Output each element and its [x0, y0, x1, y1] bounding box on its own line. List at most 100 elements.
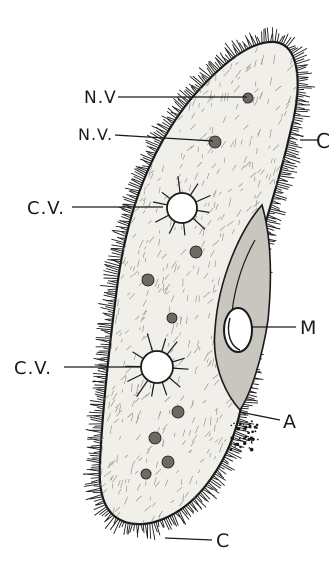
debris-dot — [231, 425, 233, 427]
cilium — [94, 452, 100, 453]
cilium — [240, 417, 247, 418]
cilium — [295, 118, 304, 119]
texture-stroke — [296, 377, 297, 383]
debris-dot — [237, 427, 241, 431]
texture-stroke — [274, 319, 278, 326]
texture-stroke — [109, 111, 113, 117]
texture-stroke — [165, 106, 166, 111]
cilium — [296, 109, 309, 110]
texture-stroke — [266, 492, 267, 497]
cilium — [269, 213, 274, 214]
label-c-right: C — [316, 129, 331, 153]
cilium — [101, 330, 110, 332]
texture-stroke — [98, 53, 104, 59]
cilium — [100, 285, 116, 287]
texture-stroke — [257, 521, 259, 527]
texture-stroke — [240, 503, 245, 508]
label-nv-second: N.V. — [78, 125, 113, 144]
texture-stroke — [132, 191, 133, 196]
texture-stroke — [303, 38, 305, 45]
cilium — [83, 473, 99, 474]
cilium — [296, 111, 308, 112]
texture-stroke — [187, 51, 189, 56]
texture-stroke — [287, 450, 288, 457]
vacuole-spot — [141, 469, 151, 479]
texture-stroke — [293, 331, 298, 337]
texture-stroke — [261, 387, 262, 392]
texture-stroke — [212, 503, 215, 509]
cilium — [96, 339, 110, 340]
debris-dot — [251, 420, 253, 422]
cilium — [101, 358, 108, 359]
texture-stroke — [268, 477, 269, 483]
cilium — [277, 188, 282, 190]
cilium — [90, 455, 99, 456]
texture-stroke — [206, 523, 209, 530]
label-cv-top: C.V. — [27, 198, 65, 219]
cilium — [90, 401, 103, 403]
texture-stroke — [158, 73, 162, 79]
texture-stroke — [293, 456, 297, 462]
texture-stroke — [155, 95, 159, 101]
texture-stroke — [244, 502, 248, 506]
texture-stroke — [177, 60, 179, 63]
texture-stroke — [103, 70, 106, 77]
texture-stroke — [276, 370, 279, 378]
texture-stroke — [106, 279, 108, 282]
debris-dot — [229, 448, 232, 451]
texture-stroke — [302, 293, 306, 301]
texture-stroke — [292, 208, 294, 215]
texture-stroke — [305, 156, 306, 161]
cilium — [138, 525, 139, 534]
texture-stroke — [265, 439, 270, 445]
cilium — [141, 525, 143, 531]
texture-stroke — [270, 433, 271, 442]
cilium — [195, 499, 202, 509]
vacuole-spot — [243, 93, 253, 103]
texture-stroke — [105, 164, 110, 171]
texture-stroke — [114, 181, 115, 185]
cilium — [150, 524, 151, 539]
cilium — [113, 231, 125, 236]
cilium — [242, 406, 249, 407]
cilium — [107, 289, 116, 290]
debris-dot — [234, 443, 237, 446]
texture-stroke — [99, 67, 100, 76]
cilium — [106, 300, 114, 301]
texture-stroke — [288, 294, 289, 299]
texture-stroke — [295, 458, 300, 463]
debris-dot — [239, 437, 241, 439]
texture-stroke — [148, 97, 154, 103]
cilium — [243, 402, 258, 403]
vacuole-spot — [167, 313, 177, 323]
cilium — [97, 399, 103, 401]
texture-stroke — [273, 374, 274, 380]
texture-stroke — [272, 446, 276, 451]
debris-dot — [231, 437, 234, 440]
texture-stroke — [303, 463, 306, 469]
leader-c-bottom — [165, 538, 212, 540]
label-nv-top: N.V — [84, 88, 117, 108]
texture-stroke — [96, 321, 98, 325]
texture-stroke — [140, 110, 141, 117]
cilium — [142, 166, 148, 167]
texture-stroke — [193, 525, 197, 529]
texture-stroke — [96, 261, 98, 266]
cilium — [108, 256, 120, 257]
cilium — [299, 79, 308, 81]
vacuole-spot — [172, 406, 184, 418]
texture-stroke — [291, 395, 293, 398]
texture-stroke — [274, 315, 280, 321]
texture-stroke — [96, 117, 99, 121]
texture-stroke — [102, 350, 107, 355]
cilium — [294, 120, 302, 122]
texture-stroke — [100, 210, 106, 215]
texture-stroke — [99, 163, 100, 166]
debris-dot — [255, 431, 256, 432]
texture-stroke — [294, 283, 296, 289]
cilium — [96, 338, 110, 339]
cilium — [225, 55, 229, 60]
texture-stroke — [254, 388, 257, 395]
cilium — [120, 221, 129, 222]
texture-stroke — [291, 223, 293, 228]
